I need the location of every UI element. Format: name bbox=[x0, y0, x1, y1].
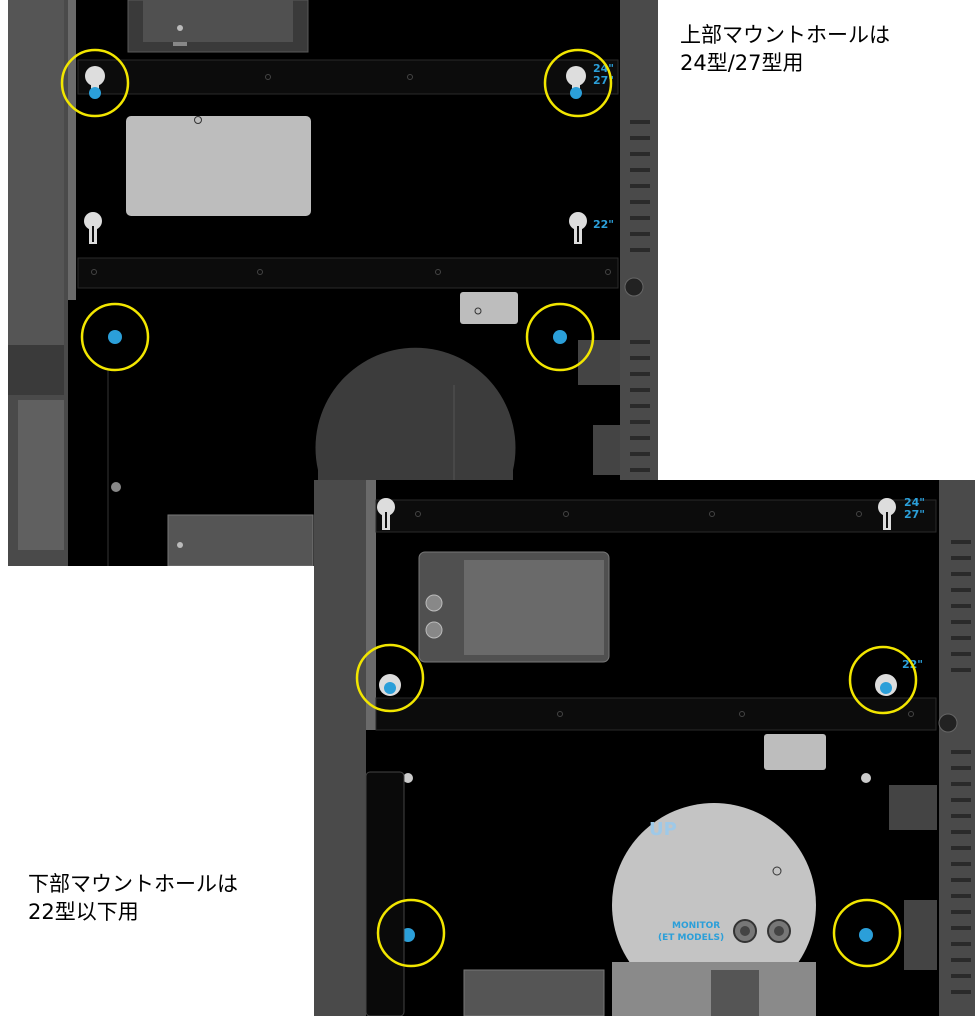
right-vent-strip bbox=[939, 480, 975, 1016]
lower-rail bbox=[375, 697, 937, 731]
upper-rail bbox=[77, 59, 619, 95]
monitor-label-line1: MONITOR bbox=[672, 921, 720, 931]
keyhole-mid-left bbox=[84, 212, 102, 244]
caption-bottom-holes: 下部マウントホールは 22型以下用 bbox=[28, 872, 238, 924]
highlight-circle bbox=[355, 643, 425, 713]
stand-mount-disc bbox=[612, 803, 816, 1007]
size-label-27-top: 27" bbox=[593, 74, 614, 87]
screw-icon bbox=[553, 330, 567, 344]
label-plate bbox=[126, 116, 311, 216]
highlight-circle bbox=[376, 898, 446, 968]
keyhole-top-left bbox=[377, 498, 395, 530]
left-bracket bbox=[18, 400, 64, 550]
lower-rail bbox=[77, 257, 619, 289]
highlight-circle bbox=[80, 302, 150, 372]
size-label-22-top: 22" bbox=[593, 218, 614, 231]
size-label-27-bottom: 27" bbox=[904, 508, 925, 521]
highlight-circle bbox=[525, 302, 595, 372]
keyhole-mid-right bbox=[569, 212, 587, 244]
bottom-panel-back-view: 24" 27" 22" UP MONITOR (ET MODE bbox=[314, 480, 975, 1016]
caption-top-holes: 上部マウントホールは 24型/27型用 bbox=[680, 23, 890, 75]
size-label-24-bottom: 24" bbox=[904, 496, 925, 509]
screw-icon bbox=[859, 928, 873, 942]
screw-icon bbox=[570, 87, 582, 99]
screw-icon bbox=[108, 330, 122, 344]
monitor-label-line2: (ET MODELS) bbox=[658, 933, 724, 943]
left-frame bbox=[314, 480, 366, 1016]
highlight-circle bbox=[848, 645, 918, 715]
up-label: UP bbox=[649, 819, 677, 840]
screw-icon bbox=[384, 682, 396, 694]
highlight-circle bbox=[60, 48, 130, 118]
screw-icon bbox=[880, 682, 892, 694]
upper-rail bbox=[375, 499, 937, 533]
highlight-circle bbox=[832, 898, 902, 968]
highlight-circle bbox=[543, 48, 613, 118]
keyhole-top-right bbox=[878, 498, 896, 530]
screw-icon bbox=[89, 87, 101, 99]
bottom-panel-drawing: 24" 27" 22" UP MONITOR (ET MODE bbox=[314, 480, 975, 1016]
